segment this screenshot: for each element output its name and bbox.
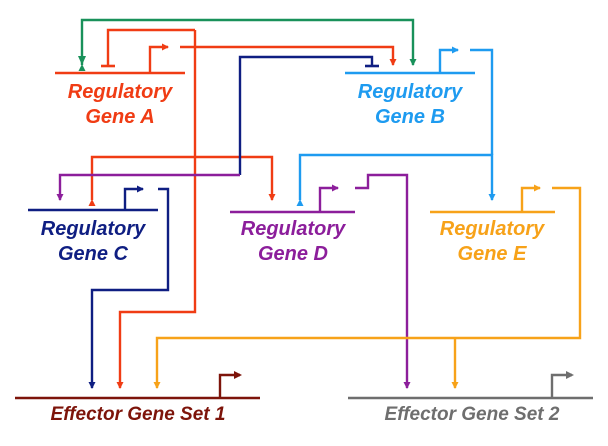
gene-b-feedback <box>470 48 494 155</box>
gene-e-bar <box>430 184 555 214</box>
gene-b-bar <box>345 46 475 75</box>
gene-d-label-line2: Gene D <box>258 243 328 265</box>
gene-a-label-line1: Regulatory <box>68 81 173 103</box>
gene-a-trunk <box>116 30 197 389</box>
gene-a-to-b <box>180 45 397 66</box>
gene-c-label-line1: Regulatory <box>41 218 146 240</box>
gene-a-to-c-d <box>88 155 276 206</box>
gene-b-to-d-e <box>296 153 496 206</box>
gene-d-to-effector-2 <box>355 173 411 389</box>
gene-d-label-line1: Regulatory <box>241 218 346 240</box>
gene-b-label-line1: Regulatory <box>358 81 463 103</box>
gene-c-to-effector-1 <box>88 187 170 389</box>
gene-a-label-line2: Gene A <box>85 106 154 128</box>
gene-a-self-repression <box>106 28 195 65</box>
gene-a-bar <box>55 43 185 75</box>
gene-d-bar <box>230 184 355 214</box>
effector-set-1-bar <box>15 371 260 400</box>
effector-set-1-label: Effector Gene Set 1 <box>51 404 226 425</box>
gene-c-to-self <box>56 173 240 201</box>
gene-b-label-line2: Gene B <box>375 106 445 128</box>
gene-e-label-line2: Gene E <box>458 243 528 265</box>
gene-c-to-b-repression <box>238 55 374 175</box>
gene-e-to-effectors <box>153 186 582 389</box>
gene-c-label-line2: Gene C <box>58 243 129 265</box>
effector-set-2-label: Effector Gene Set 2 <box>385 404 560 425</box>
gene-e-label-line1: Regulatory <box>440 218 545 240</box>
effector-set-2-bar <box>348 371 593 400</box>
green-link-a-b <box>78 18 417 71</box>
green-link-a-b-start-arrow <box>78 56 86 65</box>
